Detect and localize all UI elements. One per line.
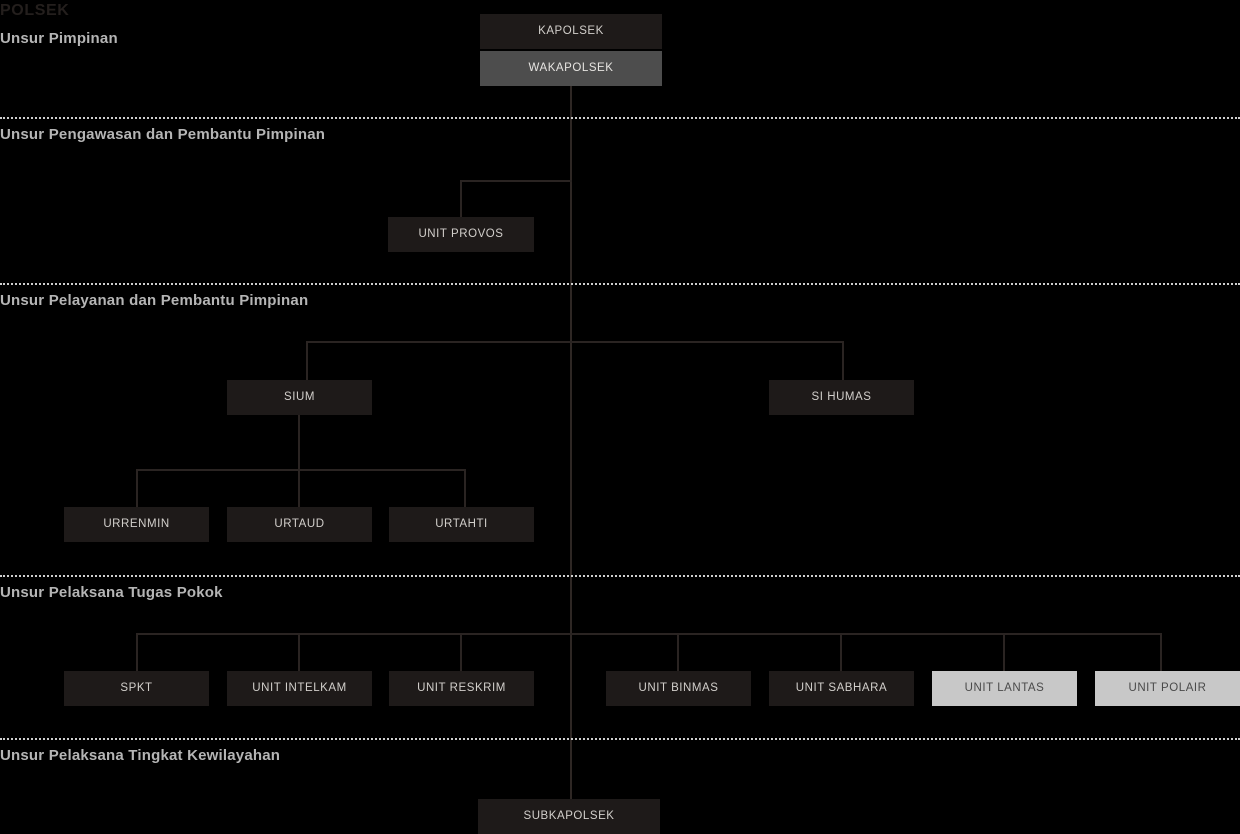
node-wakapolsek[interactable]: WAKAPOLSEK xyxy=(480,51,662,86)
connector-sium-stem xyxy=(298,415,300,469)
connector-sium-humas-bar xyxy=(306,341,844,343)
band-label-unsur-pelaksana-tugas-pokok: Unsur Pelaksana Tugas Pokok xyxy=(0,584,223,601)
connector-sium-children-bar xyxy=(136,469,466,471)
connector-provos-vertical xyxy=(460,180,462,218)
connector-tugas-pokok-bar xyxy=(136,633,1162,635)
connector-reskrim-drop xyxy=(460,633,462,671)
connector-spkt-drop xyxy=(136,633,138,671)
node-unit-provos[interactable]: UNIT PROVOS xyxy=(388,217,534,252)
divider-pengawasan xyxy=(0,117,1240,119)
connector-lantas-drop xyxy=(1003,633,1005,671)
node-unit-polair[interactable]: UNIT POLAIR xyxy=(1095,671,1240,706)
band-label-unsur-pengawasan: Unsur Pengawasan dan Pembantu Pimpinan xyxy=(0,126,326,143)
node-unit-lantas[interactable]: UNIT LANTAS xyxy=(932,671,1077,706)
connector-polair-drop xyxy=(1160,633,1162,671)
node-urrenmin[interactable]: URRENMIN xyxy=(64,507,209,542)
connector-binmas-drop xyxy=(677,633,679,671)
node-kapolsek[interactable]: KAPOLSEK xyxy=(480,14,662,49)
node-si-humas[interactable]: SI HUMAS xyxy=(769,380,914,415)
connector-sabhara-drop xyxy=(840,633,842,671)
band-label-unsur-pelayanan: Unsur Pelayanan dan Pembantu Pimpinan xyxy=(0,292,309,309)
node-unit-sabhara[interactable]: UNIT SABHARA xyxy=(769,671,914,706)
connector-urtaud-drop xyxy=(298,469,300,507)
node-unit-binmas[interactable]: UNIT BINMAS xyxy=(606,671,751,706)
band-label-unsur-pimpinan: Unsur Pimpinan xyxy=(0,30,118,47)
node-unit-intelkam[interactable]: UNIT INTELKAM xyxy=(227,671,372,706)
connector-urtahti-drop xyxy=(464,469,466,507)
node-subkapolsek[interactable]: SUBKAPOLSEK xyxy=(478,799,660,834)
connector-sihumas-drop xyxy=(842,341,844,380)
connector-main-spine xyxy=(570,86,572,801)
node-urtaud[interactable]: URTAUD xyxy=(227,507,372,542)
divider-tugas-pokok xyxy=(0,575,1240,577)
connector-intelkam-drop xyxy=(298,633,300,671)
divider-kewilayahan xyxy=(0,738,1240,740)
band-label-unsur-pelaksana-kewilayahan: Unsur Pelaksana Tingkat Kewilayahan xyxy=(0,747,281,764)
connector-provos-horizontal xyxy=(460,180,572,182)
chart-title: POLSEK xyxy=(0,2,70,19)
connector-urrenmin-drop xyxy=(136,469,138,507)
node-urtahti[interactable]: URTAHTI xyxy=(389,507,534,542)
connector-sium-drop xyxy=(306,341,308,380)
node-spkt[interactable]: SPKT xyxy=(64,671,209,706)
node-sium[interactable]: SIUM xyxy=(227,380,372,415)
node-unit-reskrim[interactable]: UNIT RESKRIM xyxy=(389,671,534,706)
divider-pelayanan xyxy=(0,283,1240,285)
